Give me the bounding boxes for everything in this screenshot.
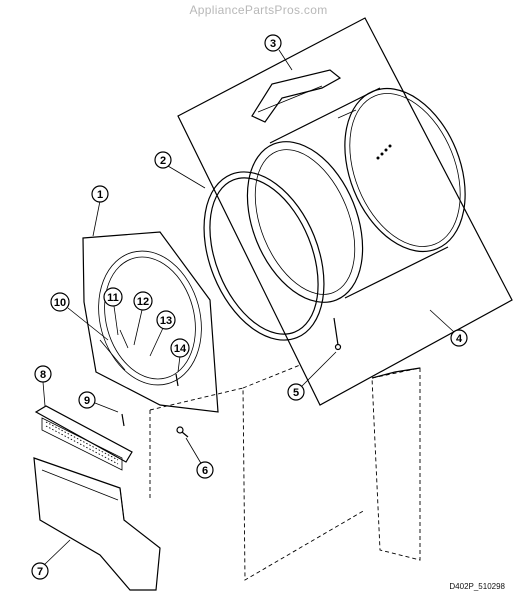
baffle-part [251, 69, 342, 123]
callout-10: 10 [50, 292, 70, 312]
svg-text:1: 1 [97, 189, 103, 201]
callout-7: 7 [31, 562, 49, 580]
screw-part-5 [333, 317, 342, 351]
svg-text:3: 3 [270, 38, 276, 50]
svg-text:5: 5 [293, 387, 299, 399]
screw-part-14 [175, 373, 179, 387]
svg-text:9: 9 [84, 395, 90, 407]
lint-screen-part [34, 405, 133, 471]
svg-text:13: 13 [160, 315, 172, 327]
leader-lines [42, 49, 455, 566]
drum-part [246, 87, 466, 303]
svg-text:4: 4 [456, 333, 463, 345]
front-panel-edge [371, 367, 421, 561]
watermark-text: AppliancePartsPros.com [189, 3, 328, 17]
lint-duct-part [33, 457, 161, 591]
callout-5: 5 [287, 383, 305, 401]
callout-3: 3 [264, 34, 282, 52]
callout-4: 4 [450, 329, 468, 347]
svg-text:14: 14 [174, 343, 187, 355]
diagram-code: D402P_510298 [449, 582, 505, 591]
svg-text:12: 12 [137, 296, 149, 308]
callout-1: 1 [91, 185, 109, 203]
svg-text:10: 10 [54, 297, 66, 309]
callout-12: 12 [133, 291, 153, 311]
front-bulkhead-part [82, 231, 219, 413]
drum-seal-part [203, 171, 325, 341]
callout-11: 11 [103, 287, 123, 307]
svg-text:8: 8 [40, 369, 46, 381]
callout-14: 14 [170, 338, 190, 358]
screw-part-9 [121, 413, 125, 427]
callout-9: 9 [78, 391, 96, 409]
svg-text:7: 7 [37, 566, 43, 578]
svg-text:2: 2 [160, 155, 166, 167]
drum-panel-outline [177, 17, 513, 406]
callout-6: 6 [196, 461, 214, 479]
svg-text:6: 6 [202, 465, 208, 477]
svg-text:11: 11 [107, 292, 119, 304]
screw-part-6 [176, 426, 189, 438]
callout-2: 2 [154, 151, 172, 169]
callout-13: 13 [156, 310, 176, 330]
projection-lines [149, 364, 366, 581]
callout-8: 8 [34, 365, 52, 383]
